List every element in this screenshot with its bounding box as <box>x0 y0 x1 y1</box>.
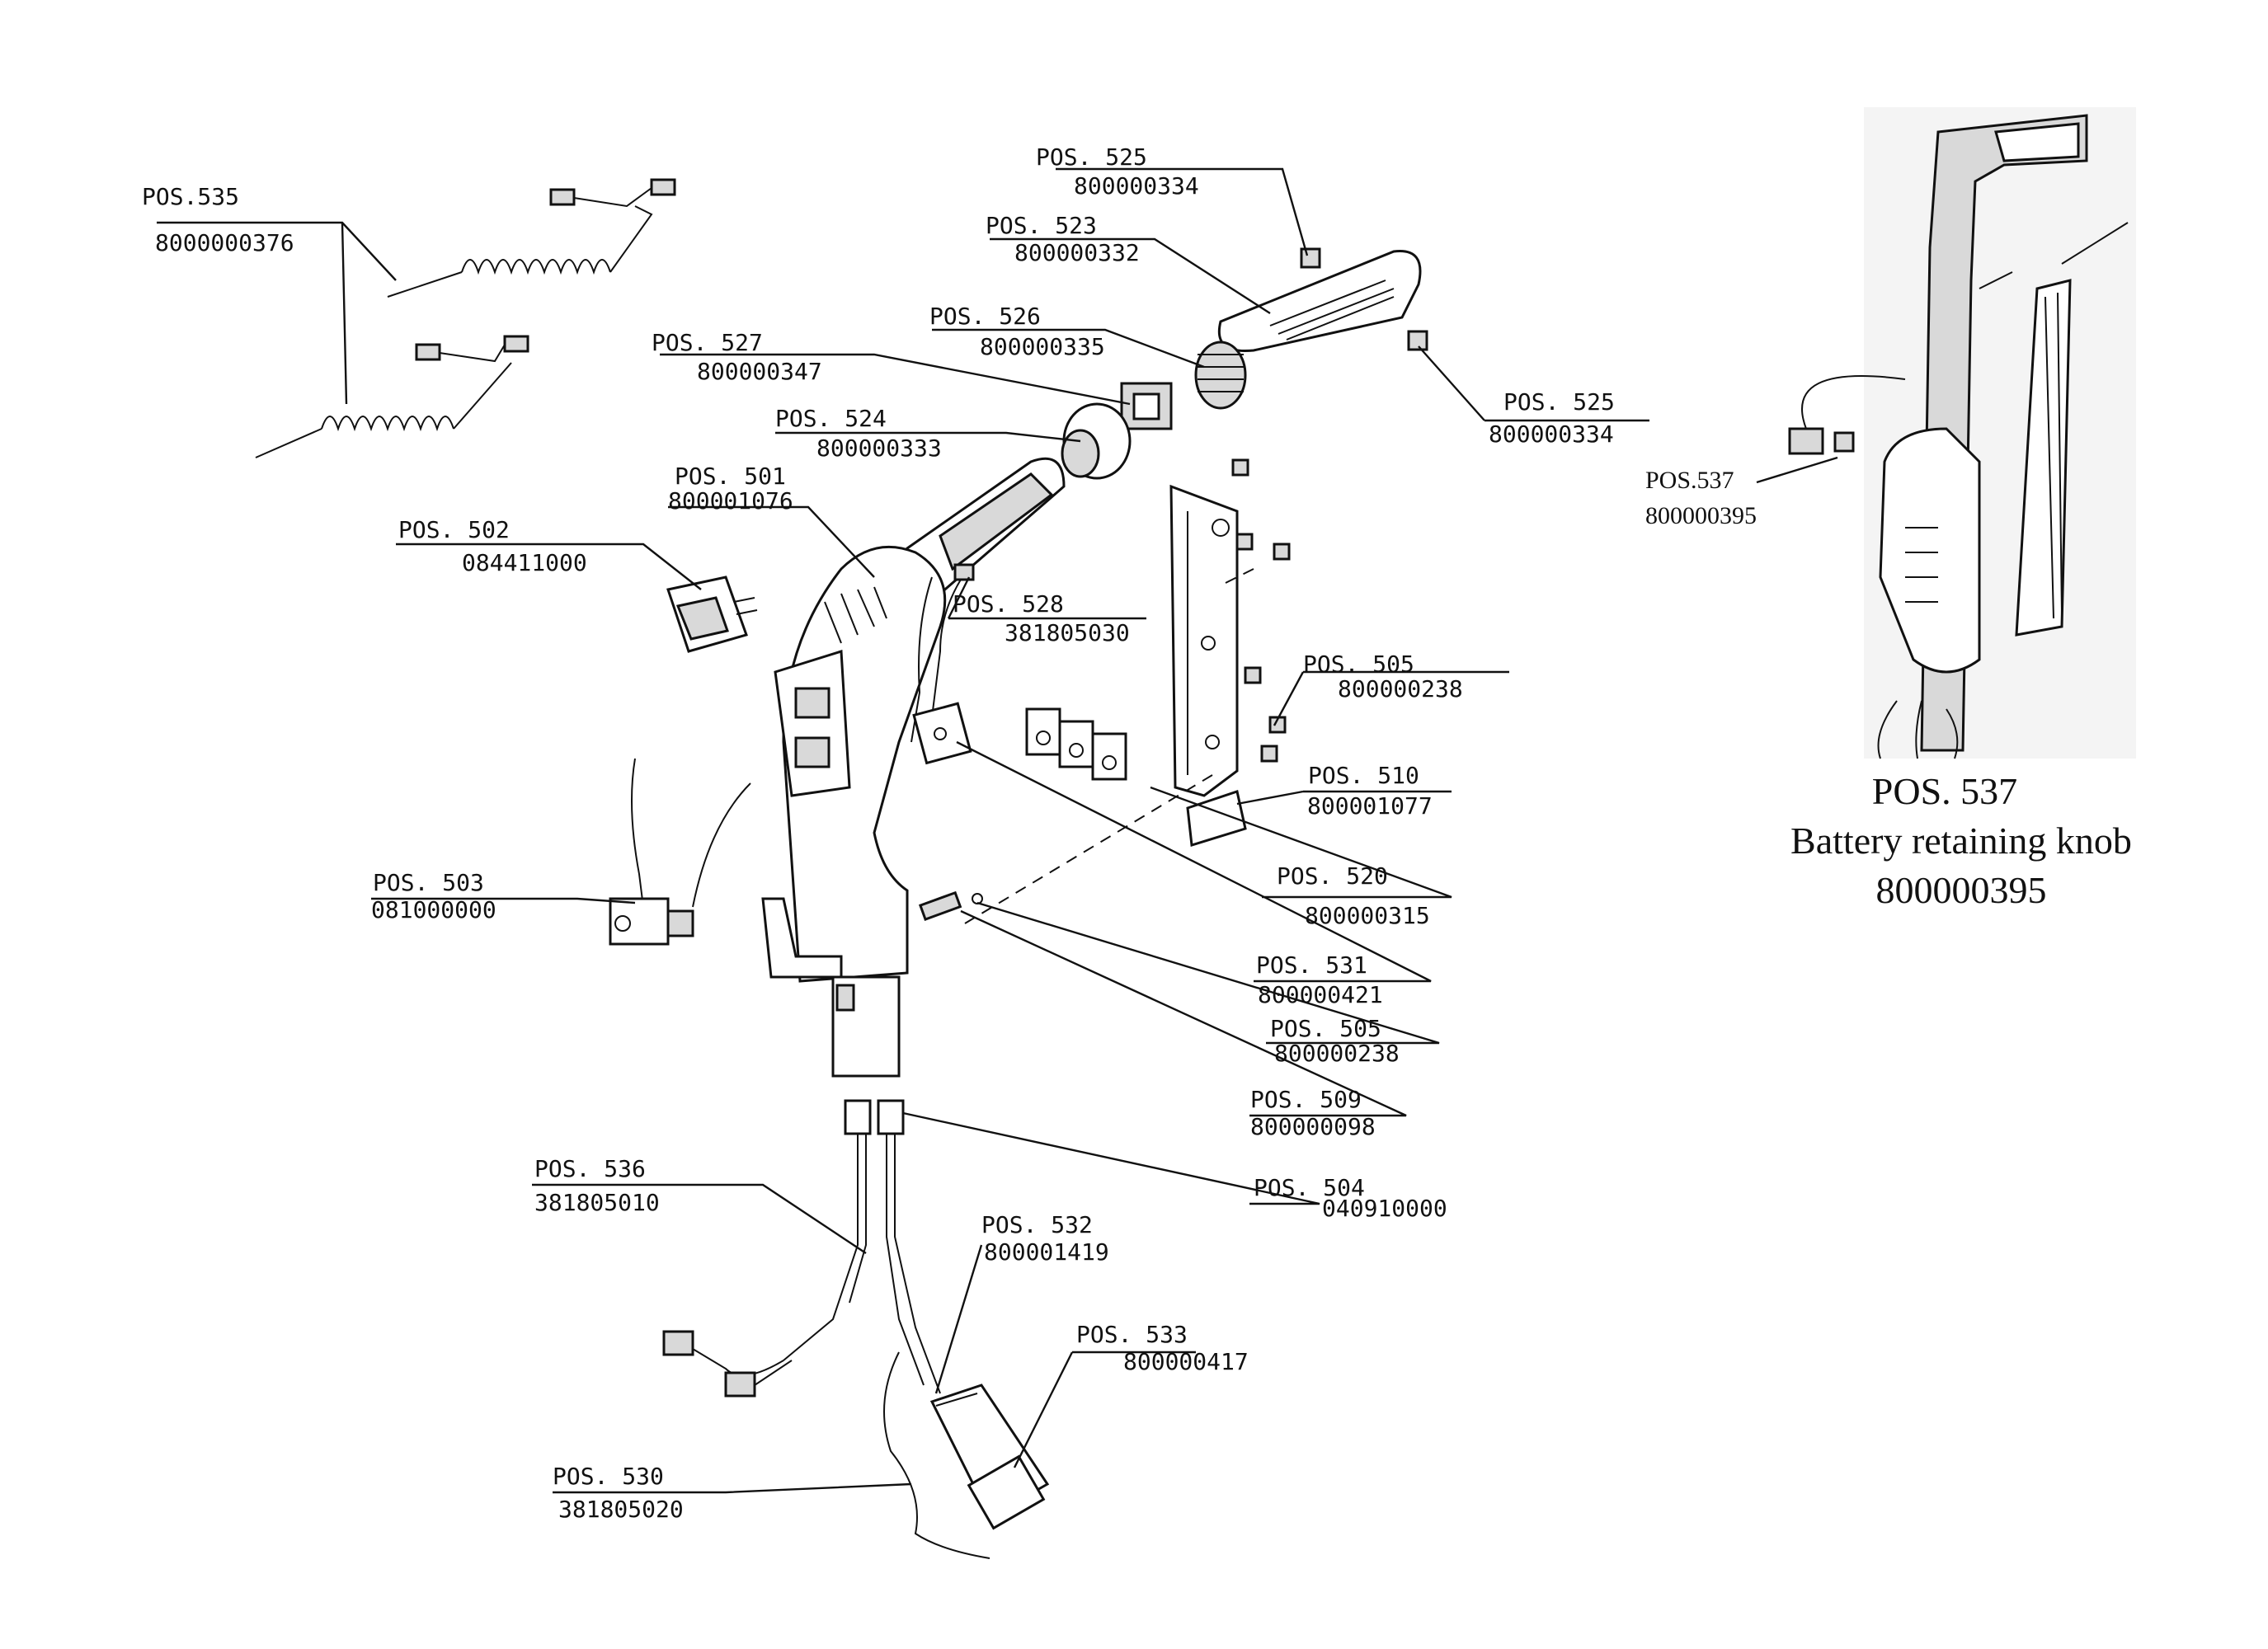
callout-510-pos: POS. 510 <box>1308 762 1419 789</box>
screw-525a <box>1300 247 1321 269</box>
callout-505b-code: 800000238 <box>1274 1040 1400 1067</box>
callout-525b-pos: POS. 525 <box>1503 388 1615 416</box>
inset-photo <box>1788 107 2136 759</box>
callout-527-pos: POS. 527 <box>652 329 763 356</box>
callout-505b-pos: POS. 505 <box>1270 1015 1381 1042</box>
screw-525b <box>1407 330 1428 351</box>
connector-527 <box>1120 382 1173 430</box>
switch-502 <box>666 576 758 653</box>
callout-520-pos: POS. 520 <box>1277 862 1388 890</box>
callout-525a-pos: POS. 525 <box>1036 143 1147 171</box>
inset-leader <box>1756 456 1838 484</box>
callout-536-code: 381805010 <box>534 1189 660 1216</box>
callout-530-pos: POS. 530 <box>553 1463 664 1490</box>
collar-524 <box>1061 402 1132 480</box>
callout-509-pos: POS. 509 <box>1250 1086 1362 1113</box>
callout-503-pos: POS. 503 <box>373 869 484 896</box>
callout-527-code: 800000347 <box>697 358 822 385</box>
callout-520-code: 800000315 <box>1305 902 1430 929</box>
caption-pos: POS. 537 <box>1872 770 2017 812</box>
wire-528 <box>931 572 966 718</box>
callout-533-pos: POS. 533 <box>1076 1321 1188 1348</box>
callout-524-pos: POS. 524 <box>775 405 887 432</box>
callout-501-pos: POS. 501 <box>675 463 786 490</box>
coiled-cable-535 <box>255 178 676 458</box>
leader-lines <box>157 167 1649 1494</box>
hose-504 <box>783 1099 941 1394</box>
spring-526 <box>1194 341 1247 410</box>
assembly-dash-line <box>964 774 1213 924</box>
callout-525a-code: 800000334 <box>1074 172 1199 200</box>
callout-528-pos: POS. 528 <box>953 590 1064 618</box>
callout-532-code: 800001419 <box>984 1238 1109 1266</box>
inset-code: 800000395 <box>1645 502 1757 529</box>
clip-509 <box>918 890 983 921</box>
callout-531-code: 800000421 <box>1258 981 1383 1008</box>
bracket-510 <box>1169 484 1247 847</box>
callout-528-code: 381805030 <box>1005 619 1130 646</box>
board-531 <box>912 702 972 765</box>
callout-505a-pos: POS. 505 <box>1303 651 1414 678</box>
wire-528-connector <box>953 563 975 581</box>
callout-535-code: 8000000376 <box>155 229 294 256</box>
caption-name: Battery retaining knob <box>1790 820 2132 862</box>
callout-526-pos: POS. 526 <box>929 303 1041 330</box>
callout-523-pos: POS. 523 <box>986 212 1097 239</box>
callout-510-code: 800001077 <box>1307 792 1433 820</box>
grip-cover-523 <box>1218 250 1422 353</box>
cable-536 <box>662 1330 793 1398</box>
callout-526-code: 800000335 <box>980 333 1105 360</box>
caption-code: 800000395 <box>1876 869 2047 911</box>
callout-530-code: 381805020 <box>558 1496 684 1523</box>
callout-532-pos: POS. 532 <box>981 1211 1093 1238</box>
inset-pos: POS.537 <box>1645 467 1734 494</box>
callout-533-code: 800000417 <box>1123 1348 1249 1375</box>
callout-501-code: 800001076 <box>668 487 793 514</box>
callout-536-pos: POS. 536 <box>534 1155 646 1182</box>
callout-503-code: 081000000 <box>371 896 496 923</box>
callout-524-code: 800000333 <box>816 435 942 462</box>
callout-509-code: 800000098 <box>1250 1113 1376 1140</box>
callout-502-code: 084411000 <box>462 549 587 576</box>
handle-body-501 <box>761 457 1066 1078</box>
callout-504-code: 040910000 <box>1322 1195 1447 1222</box>
assembly-dash-line-2 <box>1220 568 1254 586</box>
callout-531-pos: POS. 531 <box>1256 951 1367 979</box>
switch-503 <box>609 758 751 946</box>
callout-504-pos: POS. 504 <box>1254 1174 1365 1201</box>
callout-535-pos: POS.535 <box>142 183 239 210</box>
screws-505 <box>1231 458 1291 763</box>
callout-505a-code: 800000238 <box>1338 675 1463 702</box>
callout-502-pos: POS. 502 <box>398 516 510 543</box>
terminal-block-520 <box>1025 707 1127 781</box>
callout-525b-code: 800000334 <box>1489 420 1614 448</box>
callout-523-code: 800000332 <box>1014 239 1140 266</box>
plug-533 <box>929 1384 1050 1530</box>
